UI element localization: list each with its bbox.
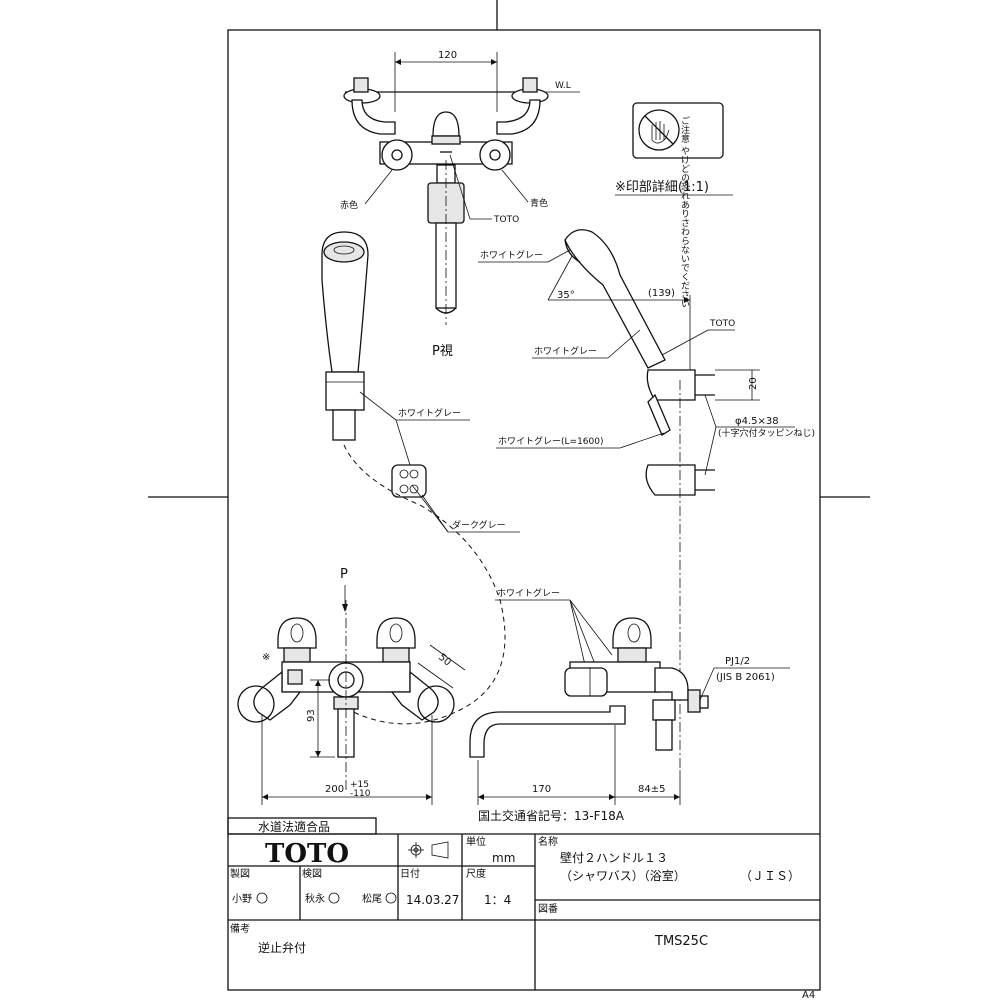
label-blue: 青色 [530, 197, 548, 209]
scale-label: 尺度 [466, 867, 486, 880]
pj-label: PJ1/2 [725, 656, 750, 667]
label-white-gray-p: ホワイトグレー [398, 407, 461, 419]
p-view-label: P視 [432, 344, 453, 359]
label-white-gray-side: ホワイトグレー [497, 587, 560, 599]
warning-text: ご注意 やけどの恐れありさわらないでください [679, 115, 690, 308]
dim-93: 93 [306, 709, 317, 722]
name-line1: 壁付２ハンドル１３ [560, 850, 668, 865]
screw-spec: φ4.5×38 [735, 416, 779, 427]
drawing-no-label: 図番 [538, 903, 558, 915]
dim-84: 84±5 [638, 784, 665, 795]
dim-170: 170 [532, 784, 551, 795]
check-names: 秋永 [305, 892, 325, 905]
asterisk-mark: ※ [262, 652, 270, 663]
label-white-gray-grip: ホワイトグレー [534, 345, 597, 357]
title-block: 水道法適合品 TOTO 単位 mm 名称 壁付２ハンドル１３ （シャワバス）（浴… [227, 817, 820, 990]
approval-code: 国土交通省記号：13-F18A [478, 808, 625, 823]
jis-ref: (JIS B 2061) [716, 672, 775, 683]
label-toto-side: TOTO [709, 319, 735, 329]
made-label: 製図 [230, 867, 250, 880]
jis-mark: （ＪＩＳ） [740, 869, 800, 883]
unit-value: mm [492, 851, 515, 865]
name-label: 名称 [538, 835, 558, 848]
label-toto-top: TOTO [493, 215, 519, 225]
paper-size: A4 [802, 990, 815, 1000]
p-arrow-label: P [340, 567, 348, 582]
made-names: 小野 [232, 893, 252, 905]
shower-p-view: P視 ホワイトグレー ダークグレー [321, 231, 520, 533]
dim-139: (139) [648, 288, 675, 299]
check-label: 検図 [302, 867, 322, 880]
water-law-label: 水道法適合品 [258, 819, 330, 834]
shower-side-view: 35° (139) ホワイトグレー TOTO ホワイトグレー 20 φ4.5×3… [478, 229, 815, 770]
date-value: 14.03.27 [406, 893, 459, 907]
drawing-no: TMS25C [654, 934, 708, 949]
scale-value: 1：4 [484, 893, 511, 907]
dim-20: 20 [748, 377, 759, 390]
notes-value: 逆止弁付 [258, 940, 306, 955]
unit-label: 単位 [466, 835, 486, 848]
dim-120: 120 [438, 50, 457, 61]
projection-symbol [408, 841, 449, 859]
hand-icon [651, 121, 670, 144]
wl-label: W.L [555, 81, 571, 91]
label-dark-gray: ダークグレー [452, 519, 506, 531]
warning-seal: ご注意 やけどの恐れありさわらないでください ※印部詳細(1:1) [615, 102, 733, 308]
screw-note: (十字穴付タッピンねじ) [718, 427, 815, 439]
name-line2: （シャワバス）（浴室） [560, 868, 686, 883]
sheet-border [227, 29, 821, 991]
front-view: P ※ 50 93 [237, 567, 466, 805]
label-hose-length: ホワイトグレー(L=1600) [498, 435, 603, 447]
top-view: 120 W.L 赤色 青色 TOTO [340, 50, 580, 325]
print-detail-label: ※印部詳細(1:1) [615, 179, 709, 195]
label-red: 赤色 [340, 199, 358, 211]
label-white-gray-head: ホワイトグレー [480, 249, 543, 261]
approve-names: 松尾 [362, 892, 382, 905]
dim-200: 200 [325, 784, 344, 795]
toto-logo: TOTO [265, 839, 349, 869]
notes-label: 備考 [230, 922, 250, 935]
dim-200-tol-minus: -110 [350, 789, 371, 799]
angle-35: 35° [557, 290, 575, 301]
dim-200-tol-plus: +15 [350, 780, 369, 790]
side-view: ホワイトグレー PJ1/2 (JIS B 2061) 170 84± [469, 587, 790, 823]
dim-50: 50 [436, 652, 453, 669]
date-label: 日付 [400, 867, 420, 880]
